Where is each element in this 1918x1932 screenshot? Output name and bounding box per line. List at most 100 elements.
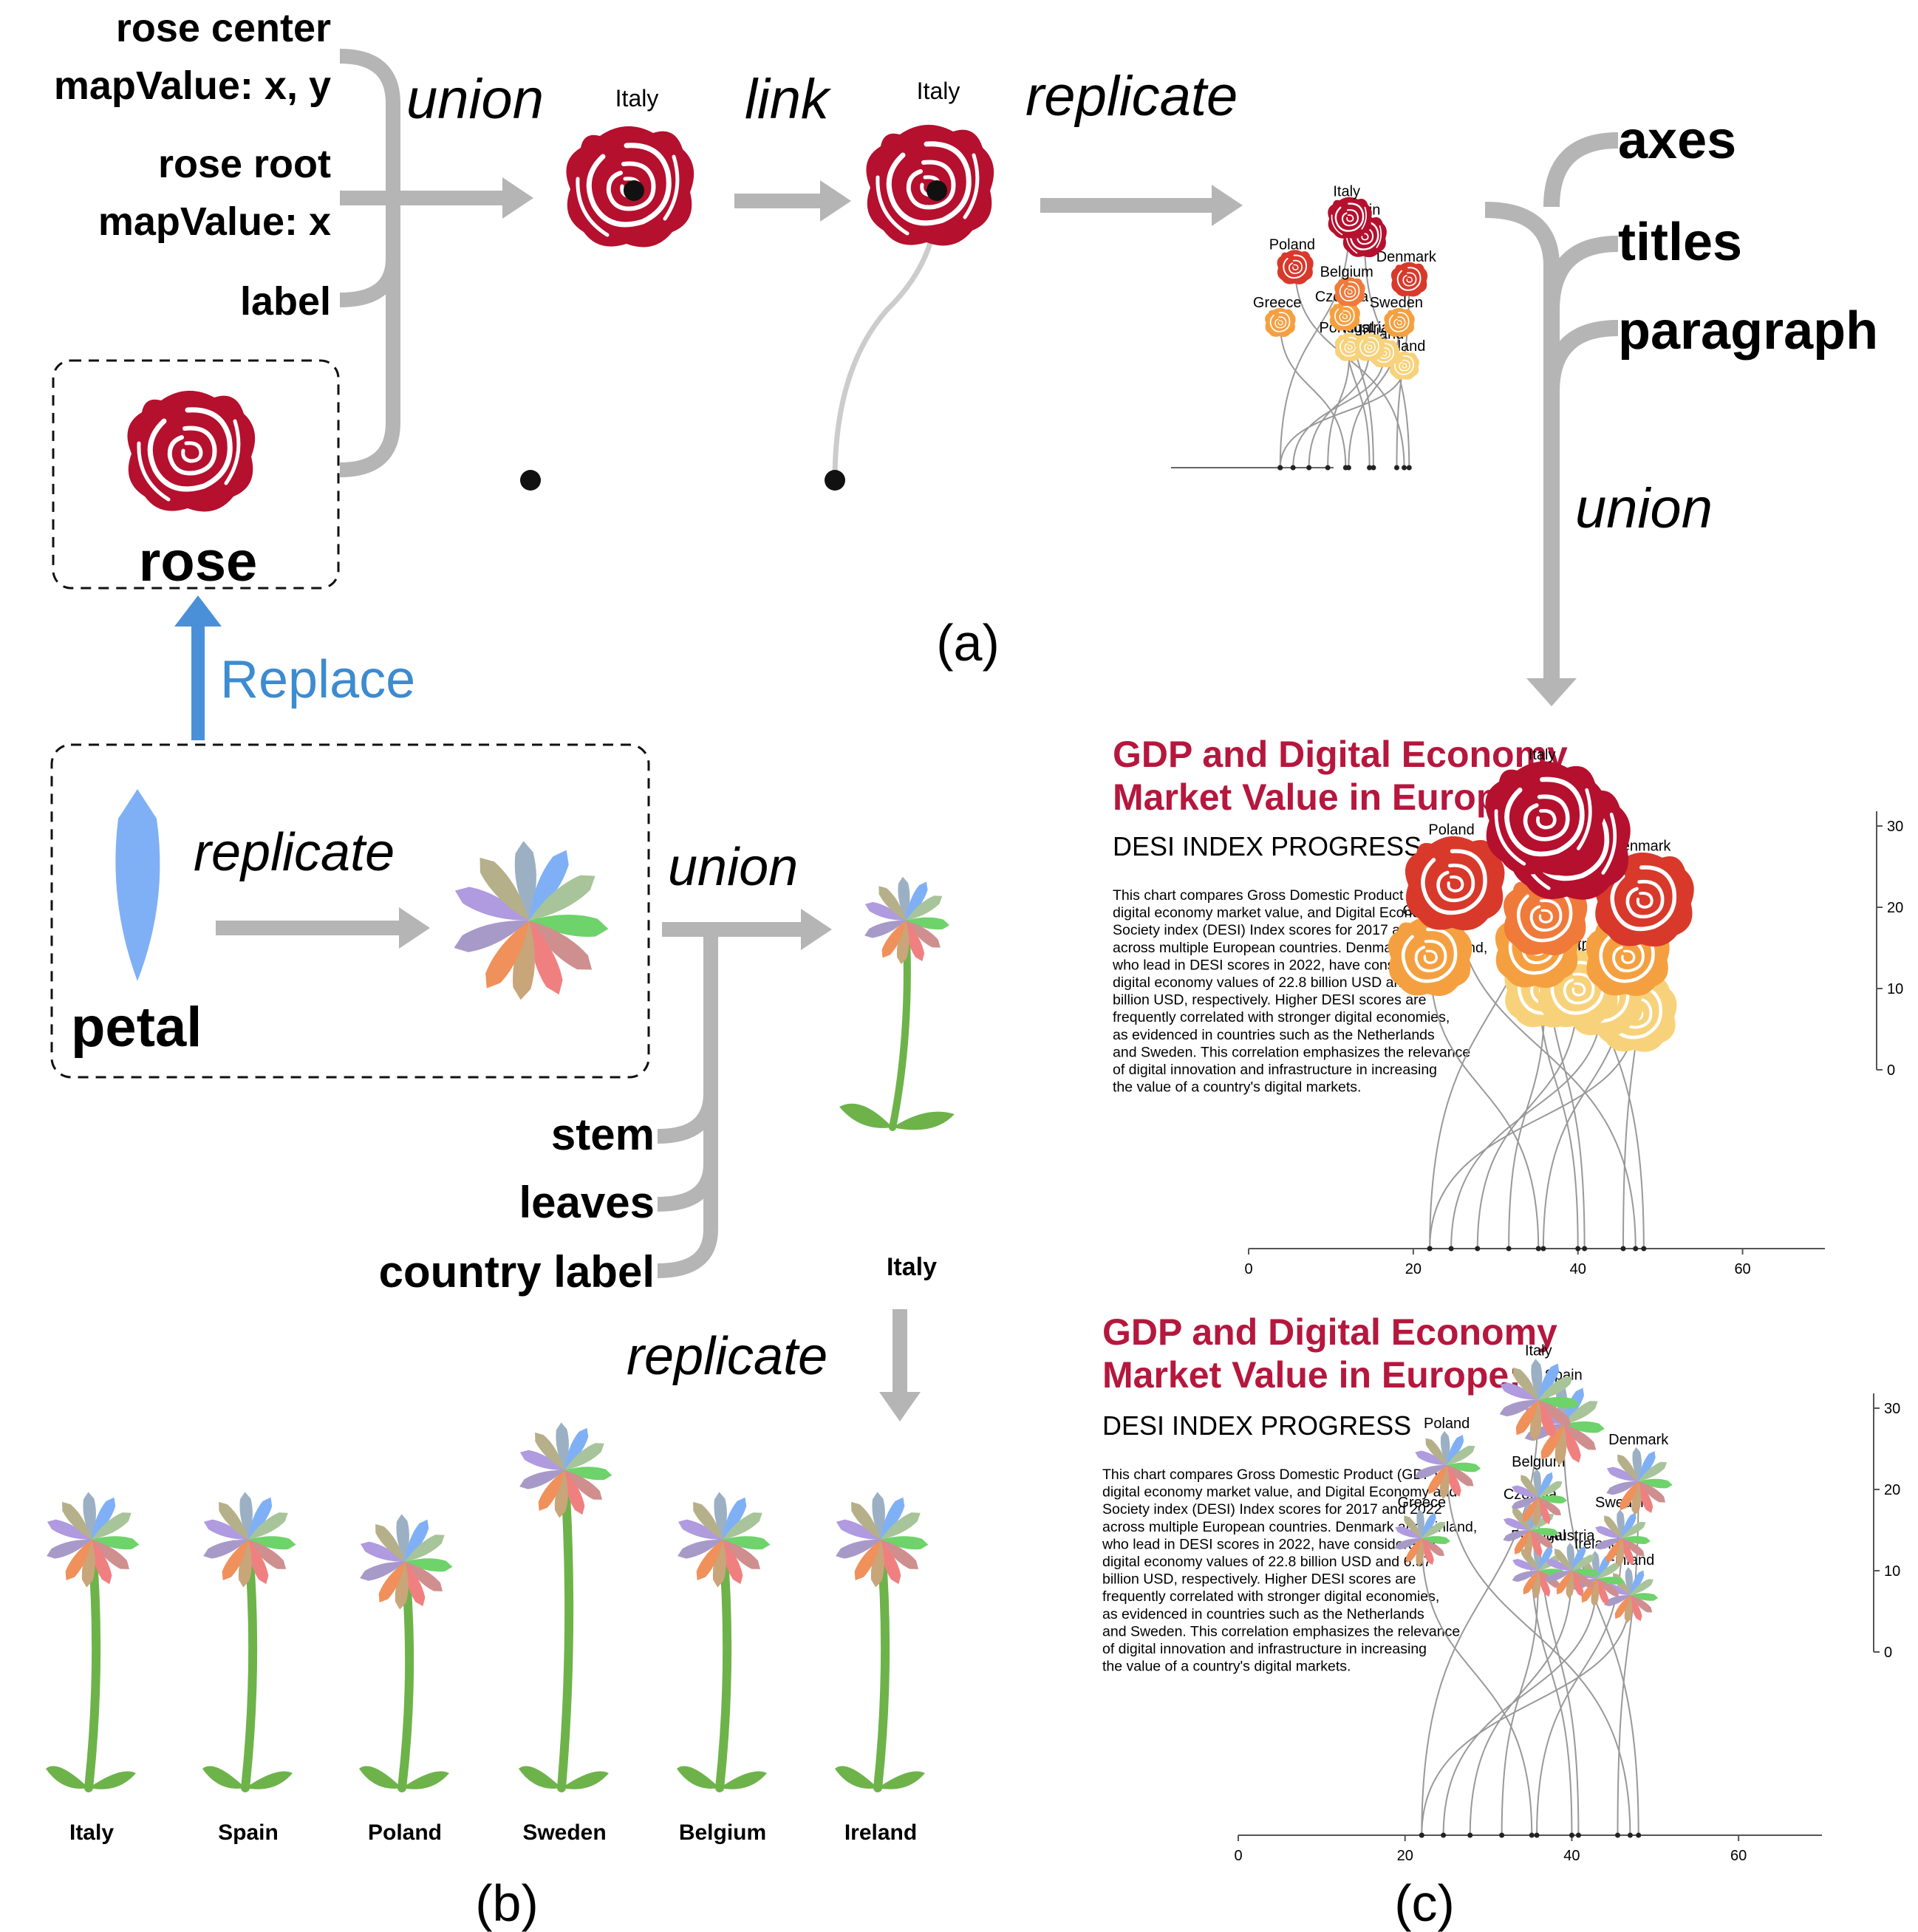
mark-greece: Greece xyxy=(1393,1495,1451,1567)
paragraph-label: paragraph xyxy=(1618,301,1878,361)
rose-label: rose xyxy=(139,530,258,593)
country-label: Italy xyxy=(1333,184,1360,200)
x-tick-label: 0 xyxy=(1244,1261,1252,1277)
flower-label: Poland xyxy=(368,1820,442,1845)
country-label-label: country label xyxy=(379,1247,655,1297)
mini-rose-chart: FinlandIrelandPortugalAustriaSwedenGreec… xyxy=(1171,184,1437,471)
union-bracket xyxy=(339,49,400,477)
axes-label: axes xyxy=(1618,111,1736,170)
country-label: Italy xyxy=(1525,1343,1552,1359)
paragraph-line: as evidenced in countries such as the Ne… xyxy=(1102,1606,1424,1622)
paragraph-line: frequently correlated with stronger digi… xyxy=(1102,1588,1439,1605)
flower-sweden: Sweden xyxy=(517,1422,612,1845)
country-label: Greece xyxy=(1397,1495,1446,1511)
mark-italy: Italy xyxy=(1498,1343,1580,1442)
paragraph-line: the value of a country's digital markets… xyxy=(1113,1079,1361,1096)
flower-spain: Spain xyxy=(201,1492,296,1845)
union-label-a: union xyxy=(406,68,544,131)
paragraph-line: the value of a country's digital markets… xyxy=(1102,1659,1351,1675)
chart-flower-version: GDP and Digital Economy Market Value in … xyxy=(1102,1311,1900,1864)
paragraph-line: This chart compares Gross Domestic Produ… xyxy=(1102,1467,1441,1483)
rose-center-map-label: mapValue: x, y xyxy=(54,64,331,108)
replicate-label-b: replicate xyxy=(194,823,395,882)
rose-root-map-label: mapValue: x xyxy=(98,199,331,244)
union-bracket-right xyxy=(1484,132,1619,680)
country-label: Denmark xyxy=(1608,1432,1669,1448)
y-tick-label: 30 xyxy=(1884,1401,1900,1417)
flower-ireland: Ireland xyxy=(833,1492,929,1845)
y-tick-label: 20 xyxy=(1884,1482,1900,1498)
mark-austria: Austria xyxy=(1544,1528,1600,1599)
mark-greece: Greece xyxy=(1253,295,1302,338)
flower-belgium: Belgium xyxy=(675,1492,771,1845)
paragraph-line: as evidenced in countries such as the Ne… xyxy=(1113,1027,1435,1043)
chart2-title-line1: GDP and Digital Economy xyxy=(1102,1311,1557,1353)
panel-label-c: (c) xyxy=(1394,1874,1455,1932)
paragraph-line: of digital innovation and infrastructure… xyxy=(1113,1062,1437,1078)
paragraph-line: and Sweden. This correlation emphasizes … xyxy=(1113,1044,1470,1060)
bloom-icon xyxy=(451,840,610,1001)
chart2-title-line2: Market Value in Europe: xyxy=(1102,1354,1521,1396)
replicate-label-b2: replicate xyxy=(627,1327,827,1386)
mark-denmark: Denmark xyxy=(1605,1432,1673,1516)
paragraph-line: Society index (DESI) Index scores for 20… xyxy=(1113,922,1453,938)
union-label-right: union xyxy=(1575,477,1713,540)
chart1-paragraph: This chart compares Gross Domestic Produ… xyxy=(1112,887,1487,1096)
y-tick-label: 30 xyxy=(1887,819,1903,835)
y-tick-label: 20 xyxy=(1887,900,1903,916)
x-tick-label: 0 xyxy=(1234,1848,1242,1864)
union-label-b: union xyxy=(668,838,798,897)
mark-poland: Poland xyxy=(1269,236,1315,284)
country-label: Poland xyxy=(1269,236,1315,253)
paragraph-line: billion USD, respectively. Higher DESI s… xyxy=(1102,1571,1416,1588)
x-tick-label: 60 xyxy=(1734,1261,1750,1277)
y-tick-label: 10 xyxy=(1887,981,1903,997)
rose1-country-label: Italy xyxy=(615,85,659,112)
chart1-title-line2: Market Value in Europe: xyxy=(1113,776,1532,818)
country-label: Austria xyxy=(1549,1528,1595,1544)
chart1-subtitle: DESI INDEX PROGRESS xyxy=(1113,831,1422,861)
single-flower-label: Italy xyxy=(887,1253,937,1281)
petal-template-box xyxy=(50,743,650,1079)
panel-label-a: (a) xyxy=(936,614,1000,672)
country-label: Sweden xyxy=(1370,295,1423,311)
chart-rose-version: GDP and Digital Economy Market Value in … xyxy=(1112,734,1903,1277)
x-tick-label: 40 xyxy=(1570,1261,1586,1277)
x-tick-label: 20 xyxy=(1405,1261,1422,1277)
paragraph-line: and Sweden. This correlation emphasizes … xyxy=(1102,1623,1460,1639)
link-label: link xyxy=(745,68,832,131)
label-label: label xyxy=(240,279,331,324)
part-a: rose center mapValue: x, y rose root map… xyxy=(52,6,1878,706)
rose-center-label: rose center xyxy=(116,6,331,50)
paragraph-line: digital economy values of 22.8 billion U… xyxy=(1102,1554,1432,1570)
country-label: Belgium xyxy=(1512,1454,1565,1470)
y-tick-label: 0 xyxy=(1887,1062,1895,1079)
mark-italy: Italy xyxy=(1326,184,1373,240)
mark-poland: Poland xyxy=(1413,1416,1481,1500)
single-flower-icon xyxy=(839,876,955,1130)
petal-label: petal xyxy=(71,996,202,1059)
x-tick-label: 20 xyxy=(1397,1848,1413,1864)
flower-poland: Poland xyxy=(358,1514,453,1845)
replace-label: Replace xyxy=(220,650,415,709)
replicate-label-a: replicate xyxy=(1025,65,1238,128)
mark-belgium: Belgium xyxy=(1320,264,1373,307)
mark-sweden: Sweden xyxy=(1370,295,1423,338)
paragraph-line: Society index (DESI) Index scores for 20… xyxy=(1102,1501,1442,1518)
rose-root-label: rose root xyxy=(158,142,331,186)
part-b: Replace petal replicate union stem leave… xyxy=(44,595,955,1932)
country-label: Poland xyxy=(1428,822,1474,839)
rose-template-icon xyxy=(127,391,255,512)
y-tick-label: 10 xyxy=(1884,1563,1900,1580)
flower-label: Belgium xyxy=(679,1820,766,1845)
paragraph-line: billion USD, respectively. Higher DESI s… xyxy=(1113,992,1426,1008)
leaves-label: leaves xyxy=(519,1178,655,1227)
paragraph-line: frequently correlated with stronger digi… xyxy=(1113,1009,1450,1025)
chart1-title-line1: GDP and Digital Economy xyxy=(1113,734,1568,775)
paragraph-line: who lead in DESI scores in 2022, have co… xyxy=(1102,1536,1436,1552)
paragraph-line: digital economy market value, and Digita… xyxy=(1102,1484,1457,1501)
mark-italy: Italy xyxy=(1485,747,1605,878)
chart2-subtitle: DESI INDEX PROGRESS xyxy=(1102,1410,1411,1441)
rose1-root-dot xyxy=(520,470,541,491)
